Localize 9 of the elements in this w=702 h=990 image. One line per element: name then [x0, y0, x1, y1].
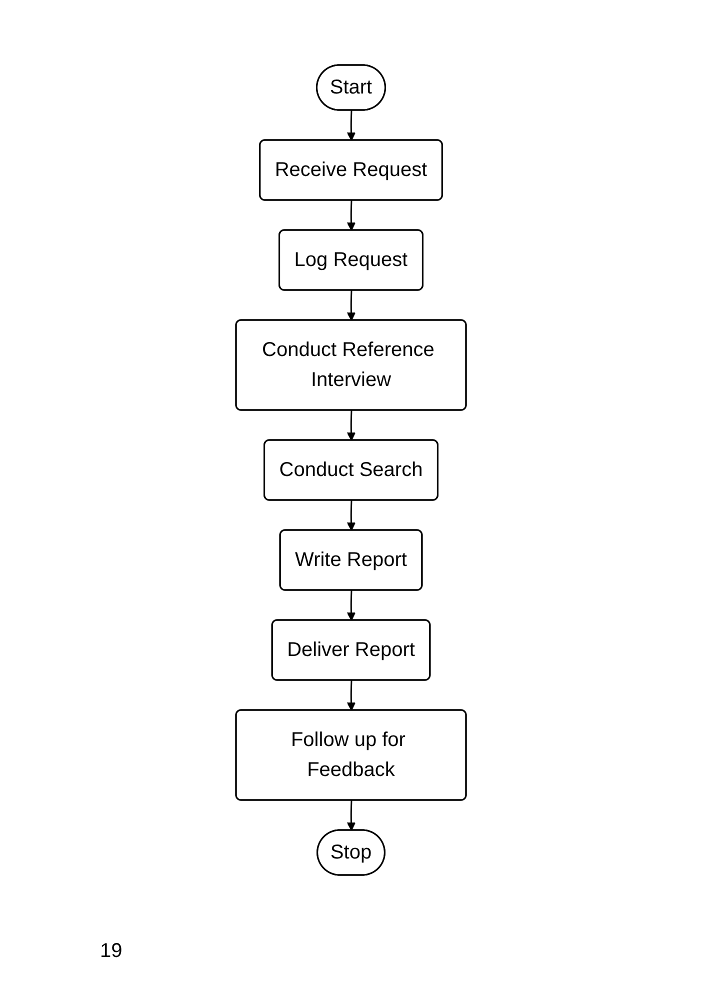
arrow [346, 110, 356, 141]
arrow [346, 680, 356, 711]
arrow [346, 410, 356, 441]
arrow [346, 500, 356, 531]
arrow [346, 590, 356, 621]
arrow [346, 200, 356, 231]
arrow [346, 800, 356, 831]
page-number: 19 [100, 940, 122, 962]
arrow [346, 290, 356, 321]
